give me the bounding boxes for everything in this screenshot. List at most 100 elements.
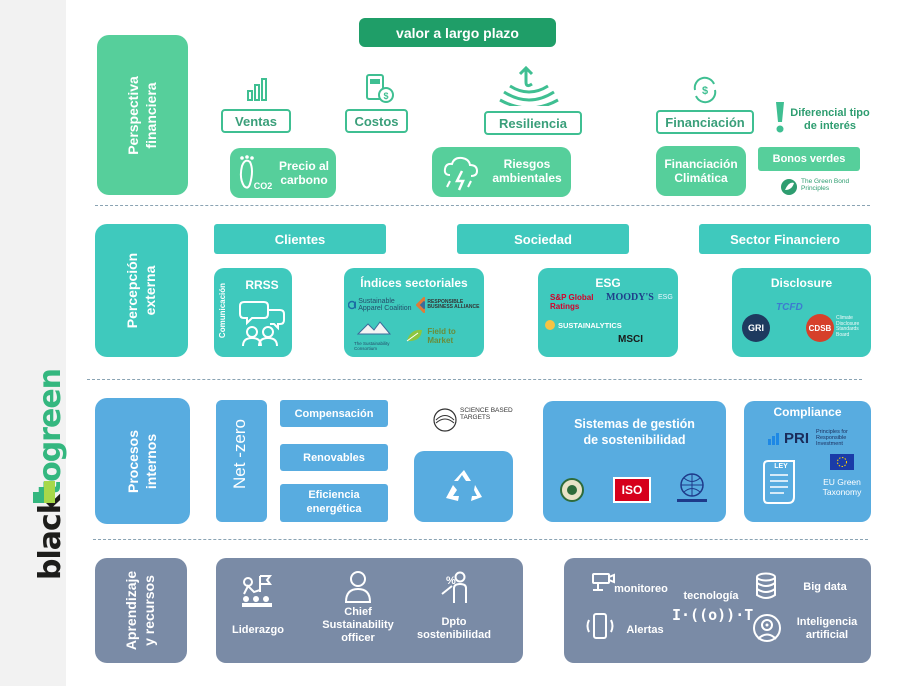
sistemas-gestion-card: Sistemas de gestión de sostenibilidad IS… <box>543 401 726 522</box>
ventas-box: Ventas <box>221 109 291 133</box>
sbt-logo-text: SCIENCE BASED TARGETS <box>460 407 513 422</box>
fin-climatica-label: Financiación Climática <box>664 156 738 185</box>
field-to-market-logo: Field to Market <box>404 326 482 346</box>
science-based-targets-logo: SCIENCE BASED TARGETS <box>432 405 522 443</box>
compliance-card: Compliance PRI Principles for Responsibl… <box>744 401 871 522</box>
pri-text: Principles for Responsible Investment <box>816 429 848 448</box>
moodys-logo: MOODY'S <box>606 292 654 303</box>
riesgos-card: Riesgos ambientales <box>432 147 571 197</box>
exclamation-icon <box>776 102 784 133</box>
esg-small-text: ESG <box>658 294 673 301</box>
comunicacion-label: Comunicación <box>218 282 227 339</box>
bar-chart-icon <box>247 78 267 101</box>
ai-head-icon <box>753 614 781 642</box>
brand-square <box>33 492 44 503</box>
eu-taxonomy-label: EU Green Taxonomy <box>822 477 862 498</box>
iso-logo: ISO <box>613 477 651 503</box>
cdsb-logo: CDSB <box>806 314 834 342</box>
brand-square <box>44 492 55 503</box>
phone-alert-icon <box>586 613 614 639</box>
row-label-external: Percepción externa <box>95 224 188 357</box>
svg-text:CO2: CO2 <box>254 181 272 191</box>
gbp-logo-text: The Green Bond Principles <box>801 178 850 193</box>
big-data-label: Big data <box>803 581 847 593</box>
dpto-label: Dpto sostenibilidad <box>417 616 491 642</box>
iot-icon: I·((o))·T <box>672 606 754 624</box>
sustainalytics-mark-icon <box>545 320 555 330</box>
rrss-title: RRSS <box>245 278 279 292</box>
field-leaf-icon <box>406 329 422 342</box>
divider <box>93 539 868 540</box>
cso-label: Chief Sustainability officer <box>322 606 394 645</box>
social-people-icon <box>239 301 285 347</box>
sp-global-logo: S&P Global Ratings <box>550 293 594 311</box>
tsc-logo: The Sustainability Consortium <box>354 320 410 351</box>
tcfd-logo: TCFD <box>776 302 803 313</box>
indices-card: Índices sectoriales Sustainable Apparel … <box>344 268 484 357</box>
svg-text:%: % <box>446 575 456 587</box>
footprint-co2-icon: CO2 <box>239 155 272 191</box>
leadership-icon <box>242 575 272 607</box>
row-label-learning: Aprendizaje y recursos <box>95 558 187 663</box>
sistemas-title: Sistemas de gestión de sostenibilidad <box>574 417 695 447</box>
sac-mark-icon <box>348 300 357 310</box>
camera-monitoring-icon <box>592 573 615 591</box>
compliance-title: Compliance <box>773 405 842 419</box>
precio-carbono-label: Precio al carbono <box>278 159 330 188</box>
tsc-mark-icon <box>356 321 392 335</box>
person-icon <box>344 571 372 603</box>
sbt-mark-icon <box>433 408 457 432</box>
net-zero-label: Net -zero <box>230 419 249 489</box>
esg-title: ESG <box>595 276 621 290</box>
row-label-financial: Perspectiva financiera <box>97 35 188 195</box>
net-zero-box: Net -zero <box>216 400 267 522</box>
technology-card: monitoreo tecnología I·((o))·T Big data … <box>564 558 871 663</box>
calculator-coin-icon: $ <box>366 74 394 103</box>
resilience-icon <box>499 65 559 106</box>
eu-flag-icon <box>830 454 854 470</box>
recycle-icon <box>446 470 482 501</box>
resiliencia-box: Resiliencia <box>484 111 582 135</box>
precio-carbono-card: CO2 Precio al carbono <box>230 148 336 198</box>
law-scroll-icon <box>763 460 795 504</box>
pri-mark-icon <box>768 433 779 445</box>
row-label-internal: Procesos internos <box>95 398 190 524</box>
storm-icon <box>443 156 479 191</box>
ley-text: LEY <box>774 463 788 470</box>
certification-globe-icon <box>677 473 707 502</box>
money-cycle-icon: $ <box>693 76 717 104</box>
ia-label: Inteligencia artificial <box>796 616 858 642</box>
leaf-logo-icon <box>781 179 797 195</box>
disclosure-card: Disclosure TCFD GRI CDSB Climate Disclos… <box>732 268 871 357</box>
rrss-card: Comunicación RRSS <box>214 268 292 357</box>
financiacion-box: Financiación <box>656 110 754 134</box>
monitoreo-label: monitoreo <box>614 583 668 595</box>
compensacion-box: Compensación <box>280 400 388 427</box>
people-card: Liderazgo Chief Sustainability officer %… <box>216 558 523 663</box>
sustainalytics-logo: SUSTAINALYTICS <box>544 318 634 332</box>
esg-card: ESG S&P Global Ratings MOODY'S ESG SUSTA… <box>538 268 678 357</box>
pri-logo: PRI <box>768 429 814 447</box>
sector-financiero-box: Sector Financiero <box>699 224 871 254</box>
brand-sidebar: blacktogreen <box>0 0 68 686</box>
sac-logo: Sustainable Apparel Coalition <box>348 296 412 314</box>
svg-text:$: $ <box>383 91 388 101</box>
liderazgo-label: Liderazgo <box>232 624 284 636</box>
page-title: valor a largo plazo <box>359 18 556 47</box>
bonos-verdes-box: Bonos verdes <box>758 147 860 171</box>
green-bond-principles-logo: The Green Bond Principles <box>780 178 860 198</box>
rba-logo: RESPONSIBLE BUSINESS ALLIANCE <box>416 296 480 314</box>
rba-mark-icon <box>416 297 426 313</box>
alertas-label: Alertas <box>626 624 664 636</box>
sociedad-box: Sociedad <box>457 224 629 254</box>
department-icon: % <box>441 571 467 603</box>
costos-box: Costos <box>345 109 408 133</box>
riesgos-label: Riesgos ambientales <box>492 157 562 186</box>
tecnologia-label: tecnología <box>683 590 739 602</box>
indices-title: Índices sectoriales <box>360 276 468 290</box>
eficiencia-box: Eficiencia energética <box>280 484 388 522</box>
certification-seal-icon <box>560 478 584 502</box>
fin-climatica-card: Financiación Climática <box>656 146 746 196</box>
brand-logo: blacktogreen <box>33 368 68 580</box>
cdsb-text: Climate Disclosure Standards Board <box>836 315 860 338</box>
